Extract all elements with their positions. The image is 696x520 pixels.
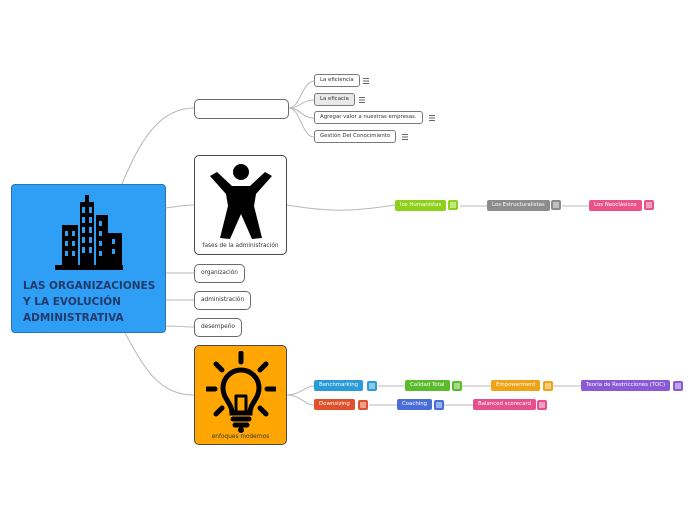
enfoques-caption: enfoques modernos bbox=[211, 434, 270, 440]
note-icon[interactable] bbox=[537, 400, 547, 410]
subtopic-gestion-conocimiento[interactable]: Gestión Del Conocimiento bbox=[314, 130, 397, 143]
tag-benchmarking[interactable]: Benchmarking bbox=[314, 380, 364, 391]
note-icon[interactable] bbox=[452, 381, 462, 391]
topic-desempeno[interactable]: desempeño bbox=[194, 318, 242, 337]
fases-topic[interactable]: fases de la administración bbox=[194, 155, 287, 255]
tag-empowerment[interactable]: Empowerment bbox=[491, 380, 541, 391]
note-icon[interactable] bbox=[428, 114, 436, 122]
note-icon[interactable] bbox=[434, 400, 444, 410]
tag-coaching[interactable]: Coaching bbox=[397, 399, 433, 410]
note-icon[interactable] bbox=[644, 200, 654, 210]
note-icon[interactable] bbox=[551, 200, 561, 210]
enfoques-topic[interactable]: enfoques modernos bbox=[194, 345, 287, 445]
subtopic-eficacia[interactable]: La eficacia bbox=[314, 93, 355, 106]
note-icon[interactable] bbox=[358, 400, 368, 410]
note-icon[interactable] bbox=[401, 133, 409, 141]
fases-caption: fases de la administración bbox=[202, 243, 279, 249]
blank-topic[interactable] bbox=[194, 99, 289, 119]
note-icon[interactable] bbox=[543, 381, 553, 391]
tag-teoria-restricciones[interactable]: Teoría de Restricciones (TOC) bbox=[581, 380, 671, 391]
note-icon[interactable] bbox=[448, 200, 458, 210]
tag-estructuralistas[interactable]: Los Estructuralistas bbox=[487, 200, 550, 211]
tag-balanced-scorecard[interactable]: Balanced scorecard bbox=[473, 399, 536, 410]
subtopic-agregar-valor[interactable]: Agregar valor a nuestras empresas. bbox=[314, 111, 423, 124]
topic-organizacion[interactable]: organización bbox=[194, 264, 245, 283]
topic-administracion[interactable]: administración bbox=[194, 291, 252, 310]
tag-downsizing[interactable]: Downsizing bbox=[314, 399, 355, 410]
subtopic-eficiencia[interactable]: La eficiencia bbox=[314, 74, 360, 87]
tag-neoclasicos[interactable]: Los Neoclásicos bbox=[589, 200, 642, 211]
note-icon[interactable] bbox=[673, 381, 683, 391]
tag-humanistas[interactable]: los Humanistas bbox=[395, 200, 447, 211]
note-icon[interactable] bbox=[367, 381, 377, 391]
root-topic[interactable]: LAS ORGANIZACIONES Y LA EVOLUCIÓN ADMINI… bbox=[11, 184, 166, 333]
lightbulb-icon bbox=[206, 351, 276, 433]
note-icon[interactable] bbox=[358, 96, 366, 104]
buildings-icon bbox=[55, 195, 123, 270]
person-arms-up-icon bbox=[210, 164, 272, 239]
note-icon[interactable] bbox=[362, 77, 370, 85]
tag-calidad-total[interactable]: Calidad Total bbox=[405, 380, 450, 391]
root-title: LAS ORGANIZACIONES Y LA EVOLUCIÓN ADMINI… bbox=[23, 280, 156, 324]
